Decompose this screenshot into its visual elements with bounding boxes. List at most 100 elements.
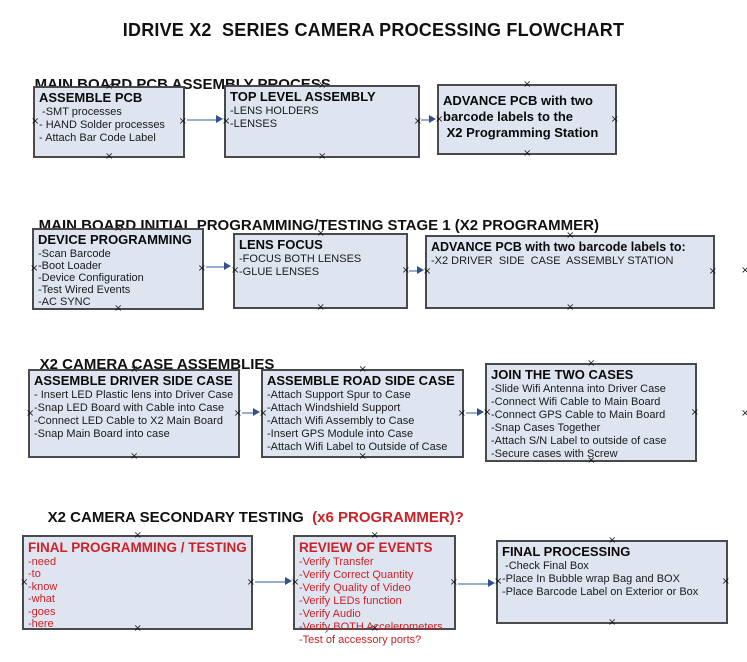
box-title: ASSEMBLE PCB [39, 90, 143, 105]
box-title: LENS FOCUS [239, 237, 323, 252]
box-item: -goes [28, 605, 56, 618]
box-item: -Connect Wifi Cable to Main Board [491, 396, 661, 408]
connector-handle-icon: × [178, 116, 187, 127]
box-item: -Attach Windshield Support [267, 402, 401, 414]
arrowhead-icon [285, 577, 292, 585]
box-item: -Attach Wifi Assembly to Case [267, 415, 415, 427]
connector-handle-icon: × [523, 79, 532, 90]
connector-handle-icon: × [741, 265, 747, 276]
arrowhead-icon [477, 408, 484, 416]
arrow-line [421, 118, 430, 121]
connector-handle-icon: × [523, 148, 532, 159]
box-item: -here [28, 618, 54, 631]
box-item: -Secure cases with Screw [491, 448, 618, 460]
box-item: - HAND Solder processes [39, 119, 165, 131]
connector-handle-icon: × [741, 408, 747, 419]
connector-handle-icon: × [233, 407, 242, 419]
flow-arrow [409, 266, 424, 275]
flow-arrow [421, 115, 436, 124]
flow-box-review-of-events: REVIEW OF EVENTS -Verify Transfer -Verif… [291, 531, 458, 647]
connector-handle-icon: × [721, 576, 730, 587]
flow-box-lens-focus: LENS FOCUS -FOCUS BOTH LENSES -GLUE LENS… [231, 229, 410, 313]
section-heading-case-assemblies: X2 CAMERA CASE ASSEMBLIES [23, 339, 275, 390]
connector-handle-icon: × [566, 302, 575, 313]
connector-handle-icon: × [316, 302, 325, 313]
box-item: -Connect GPS Cable to Main Board [491, 409, 666, 421]
flow-box-assemble-driver-side-case: ASSEMBLE DRIVER SIDE CASE - Insert LED P… [26, 365, 242, 462]
arrow-line [206, 265, 225, 268]
box-item: -Verify Correct Quantity [299, 569, 414, 581]
flow-box-final-programming-testing: FINAL PROGRAMMING / TESTING -need -to -k… [20, 531, 255, 634]
flow-box-advance-pcb-driver-side-station: ADVANCE PCB with two barcode labels to: … [423, 231, 717, 313]
flow-box-device-programming: DEVICE PROGRAMMING -Scan Barcode -Boot L… [30, 224, 206, 314]
box-item: -LENS HOLDERS [230, 105, 319, 117]
box-title: FINAL PROGRAMMING / TESTING [28, 540, 247, 555]
flow-arrow [206, 262, 231, 271]
connector-handle-icon: × [105, 151, 114, 162]
connector-handle-icon: × [130, 451, 139, 462]
arrowhead-icon [253, 408, 260, 416]
box-item: -Verify BOTH Accelerometers [299, 621, 443, 633]
section-heading-text: X2 CAMERA CASE ASSEMBLIES [39, 356, 275, 373]
box-title: TOP LEVEL ASSEMBLY [230, 89, 376, 104]
box-item: -Connect LED Cable to X2 Main Board [34, 415, 223, 427]
connector-handle-icon: × [423, 266, 432, 277]
box-item: -Slide Wifi Antenna into Driver Case [491, 383, 666, 395]
arrowhead-icon [224, 262, 231, 270]
connector-handle-icon: × [610, 113, 619, 125]
arrowhead-icon [417, 266, 424, 274]
section-heading-secondary-testing: X2 CAMERA SECONDARY TESTING (x6 PROGRAMM… [31, 492, 464, 543]
box-item: -LENSES [230, 118, 278, 130]
flow-arrow [466, 408, 484, 417]
box-item: -Snap Main Board into case [34, 428, 170, 440]
box-title: ASSEMBLE DRIVER SIDE CASE [34, 373, 233, 388]
box-title: ASSEMBLE ROAD SIDE CASE [267, 373, 455, 388]
connector-handle-icon: × [449, 576, 458, 588]
connector-handle-icon: × [197, 263, 206, 274]
connector-handle-icon: × [457, 407, 466, 419]
box-item: -AC SYNC [38, 296, 91, 308]
flow-box-join-the-two-cases: JOIN THE TWO CASES -Slide Wifi Antenna i… [483, 359, 699, 466]
box-item: -Attach Wifi Label to Outside of Case [267, 441, 448, 453]
flow-box-top-level-assembly: TOP LEVEL ASSEMBLY -LENS HOLDERS -LENSES… [222, 81, 422, 162]
flow-arrow [458, 579, 495, 588]
flow-box-advance-pcb-programming-station: ADVANCE PCB with two barcode labels to t… [435, 80, 619, 159]
box-item: -Snap Cases Together [491, 422, 601, 434]
box-title: DEVICE PROGRAMMING [38, 232, 192, 247]
connector-handle-icon: × [690, 406, 699, 418]
box-item: -Verify Quality of Video [299, 582, 411, 594]
box-title: JOIN THE TWO CASES [491, 367, 634, 382]
box-item: -Insert GPS Module into Case [267, 428, 414, 440]
box-item: -Attach Support Spur to Case [267, 389, 411, 401]
box-item: -Device Configuration [38, 272, 144, 284]
arrowhead-icon [216, 115, 223, 123]
box-title: ADVANCE PCB with two barcode labels to t… [443, 93, 599, 140]
box-item: -know [28, 580, 58, 593]
connector-handle-icon: × [608, 617, 617, 628]
box-item: -FOCUS BOTH LENSES [239, 253, 362, 265]
box-item: -Verify LEDs function [299, 595, 402, 607]
arrow-line [242, 411, 254, 414]
box-item: -Check Final Box [502, 560, 589, 572]
arrow-line [466, 411, 478, 414]
box-item: -to [28, 568, 41, 581]
box-item: -Attach S/N Label to outside of case [491, 435, 667, 447]
arrowhead-icon [488, 579, 495, 587]
page-title: IDRIVE X2 SERIES CAMERA PROCESSING FLOWC… [122, 20, 625, 40]
box-item: -need [28, 556, 57, 568]
box-item: -SMT processes [39, 106, 122, 118]
arrow-line [458, 582, 489, 585]
box-item: -Scan Barcode [38, 248, 111, 260]
section-heading-red-text: (x6 PROGRAMMER)? [307, 509, 464, 526]
box-title: ADVANCE PCB with two barcode labels to: [431, 240, 686, 254]
connector-handle-icon: × [318, 151, 327, 162]
box-item: -Test of accessory ports? [299, 634, 422, 646]
box-item: -Boot Loader [38, 260, 102, 272]
box-item: -GLUE LENSES [239, 266, 320, 278]
arrow-line [187, 118, 217, 121]
flow-arrow [242, 408, 260, 417]
box-item: -X2 DRIVER SIDE CASE ASSEMBLY STATION [431, 255, 674, 267]
box-title: FINAL PROCESSING [502, 544, 631, 559]
box-item: -Test Wired Events [38, 284, 131, 296]
box-item: -Snap LED Board with Cable into Case [34, 402, 225, 414]
